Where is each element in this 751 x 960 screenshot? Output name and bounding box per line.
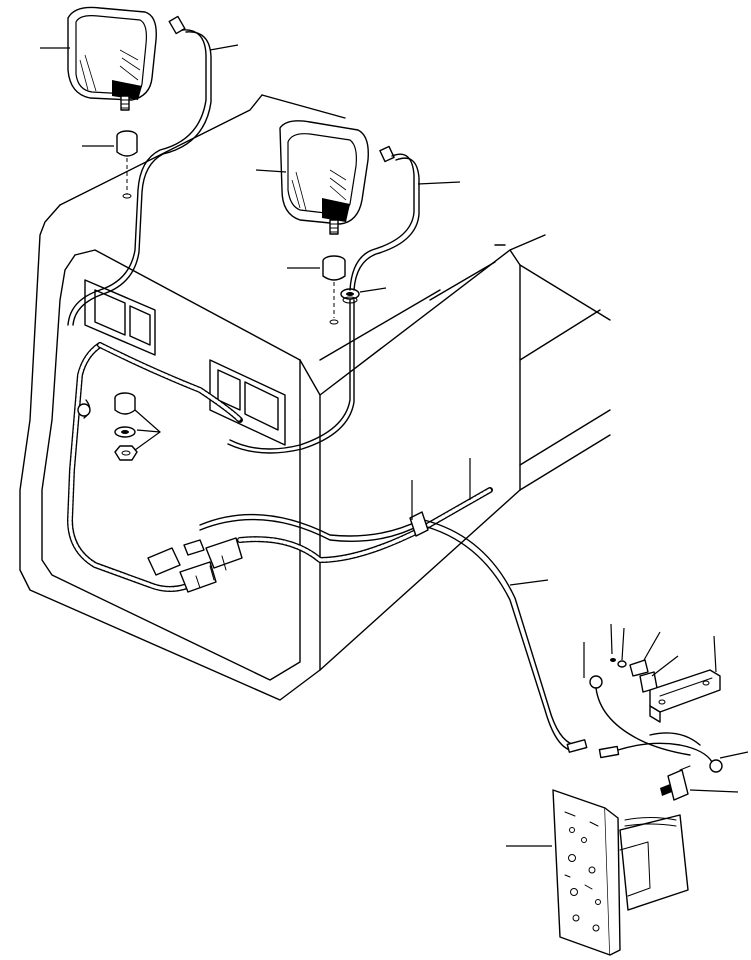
lamp-mount-pocket-left bbox=[84, 279, 156, 356]
rubber-mount-right bbox=[322, 255, 346, 325]
grommet bbox=[340, 288, 360, 304]
work-lamp-right bbox=[279, 120, 369, 235]
lamp-cable-left bbox=[67, 15, 212, 326]
callout-leader-2 bbox=[209, 44, 239, 51]
callout-leader-12 bbox=[610, 623, 613, 655]
ground-wire bbox=[589, 675, 723, 773]
callout-leader-14 bbox=[643, 631, 661, 661]
callout-leader-18 bbox=[689, 789, 739, 793]
callout-leader-4 bbox=[255, 169, 287, 173]
callout-leader-15 bbox=[713, 635, 717, 673]
callout-leader-13 bbox=[621, 627, 625, 661]
mounting-bracket bbox=[649, 669, 721, 723]
callout-leaders bbox=[40, 44, 749, 847]
rubber-mount-left bbox=[116, 130, 138, 199]
lamp-cable-right bbox=[227, 145, 420, 454]
connector-set bbox=[147, 537, 243, 593]
callout-leader-5 bbox=[417, 181, 461, 185]
callout-leader-7 bbox=[359, 287, 387, 293]
panel-cable bbox=[409, 511, 588, 753]
nut-washer-set bbox=[114, 392, 161, 461]
switch-panel bbox=[552, 789, 689, 956]
callout-leader-17 bbox=[719, 751, 749, 759]
work-lamp-left bbox=[67, 6, 157, 111]
callout-leader-10 bbox=[509, 579, 549, 586]
callout-leader-16 bbox=[651, 655, 679, 677]
cab-roof-body bbox=[19, 94, 611, 701]
toggle-switch bbox=[660, 765, 691, 801]
wiring-harness bbox=[67, 342, 493, 592]
small-hardware bbox=[610, 658, 658, 693]
